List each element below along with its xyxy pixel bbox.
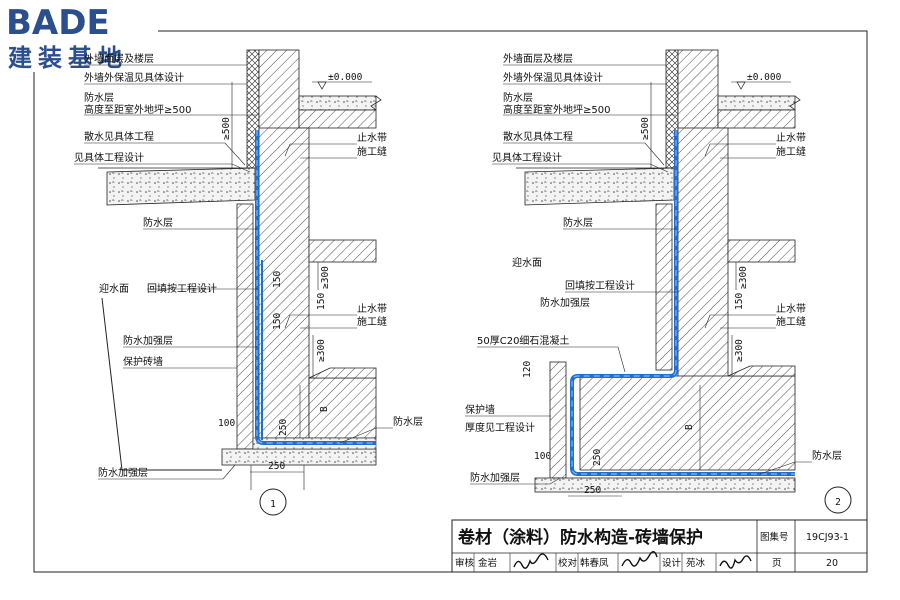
label-joint: 施工缝 (776, 145, 806, 158)
design-label: 设计 (662, 557, 682, 569)
label-level: ±0.000 (328, 72, 363, 83)
label-joint2: 施工缝 (776, 315, 806, 328)
dim-100: 100 (218, 418, 235, 429)
dim-150c: 150 (272, 313, 283, 330)
reviewer-signature (513, 553, 549, 569)
designer-signature (719, 555, 752, 569)
logo-subtitle: 建装基地 (8, 44, 128, 72)
dim-B: B (684, 424, 695, 430)
detail-number-1: 1 (270, 499, 276, 510)
label-height-note: 高度至距室外地坪≥500 (84, 103, 191, 116)
label-waterproof: 防水层 (84, 91, 114, 104)
page-label: 页 (772, 558, 782, 569)
dim-300a: ≥300 (738, 266, 749, 289)
label-height-note: 高度至距室外地坪≥500 (503, 103, 610, 116)
label-waterproof3: 防水层 (812, 449, 842, 462)
label-waterproof2: 防水层 (563, 216, 593, 229)
label-backfill: 回填按工程设计 (565, 279, 635, 292)
label-apron: 散水见具体工程 (503, 130, 573, 143)
logo-text: BADE (6, 3, 110, 43)
dim-250v: 250 (592, 449, 603, 466)
label-finish: 外墙面层及楼层 (84, 52, 154, 65)
dim-100: 100 (534, 451, 551, 462)
atlas-label: 图集号 (760, 531, 789, 543)
bade-logo: BADE 建装基地 (2, 2, 158, 72)
atlas-number: 19CJ93-1 (806, 532, 849, 543)
label-concrete: 50厚C20细石混凝土 (477, 334, 569, 347)
dim-150b: 150 (316, 293, 327, 310)
label-level: ±0.000 (747, 72, 782, 83)
label-protect-brick: 保护砖墙 (123, 355, 163, 368)
dim-250h: 250 (584, 485, 601, 496)
label-waterstop: 止水带 (357, 132, 387, 144)
drawing-title: 卷材（涂料）防水构造-砖墙保护 (457, 527, 703, 548)
dim-500: ≥500 (640, 117, 651, 140)
label-waterproof3: 防水层 (393, 415, 423, 428)
reviewer-name: 金岩 (478, 557, 497, 569)
label-waterproof2: 防水层 (143, 216, 173, 229)
dim-150a: 150 (734, 293, 745, 310)
label-water-face: 迎水面 (99, 283, 129, 295)
label-protect-wall: 保护墙 (465, 403, 495, 416)
label-finish: 外墙面层及楼层 (503, 52, 573, 65)
dim-150a: 150 (272, 271, 283, 288)
label-protect-wall2: 厚度见工程设计 (465, 421, 535, 434)
detail-1: 外墙面层及楼层 外墙外保温见具体设计 防水层 高度至距室外地坪≥500 散水见具… (74, 49, 423, 516)
title-block: 卷材（涂料）防水构造-砖墙保护 图集号 19CJ93-1 页 20 审核 金岩 … (451, 519, 868, 573)
label-backfill: 回填按工程设计 (147, 282, 217, 295)
review-label: 审核 (455, 557, 475, 569)
label-specific: 见具体工程设计 (74, 151, 144, 164)
checker-signature (621, 551, 658, 567)
dim-300b: ≥300 (734, 339, 745, 362)
detail-2: 外墙面层及楼层 外墙外保温见具体设计 防水层 高度至距室外地坪≥500 散水见具… (465, 49, 852, 514)
label-waterstop2: 止水带 (776, 303, 806, 315)
check-label: 校对 (558, 557, 578, 569)
label-joint: 施工缝 (357, 145, 387, 158)
label-apron: 散水见具体工程 (84, 130, 154, 143)
label-insulation: 外墙外保温见具体设计 (503, 71, 603, 84)
dim-500: ≥500 (221, 117, 232, 140)
label-reinforce2: 防水加强层 (98, 466, 148, 479)
dim-300a: ≥300 (320, 266, 331, 289)
label-waterstop2: 止水带 (357, 303, 387, 315)
label-specific: 见具体工程设计 (492, 151, 562, 164)
detail-number-2: 2 (835, 497, 841, 508)
sheet-border (33, 30, 868, 573)
page-number: 20 (826, 558, 838, 569)
label-joint2: 施工缝 (357, 315, 387, 328)
dim-B: B (319, 406, 330, 412)
designer-name: 苑冰 (686, 557, 706, 569)
label-insulation: 外墙外保温见具体设计 (84, 71, 184, 84)
label-water-face: 迎水面 (512, 257, 542, 269)
dim-250h: 250 (268, 461, 285, 472)
label-waterstop: 止水带 (776, 132, 806, 144)
checker-name: 韩春凤 (580, 557, 609, 569)
label-waterproof: 防水层 (503, 91, 533, 104)
label-reinforce2: 防水加强层 (470, 471, 520, 484)
label-reinforce: 防水加强层 (123, 334, 173, 347)
dim-120: 120 (522, 361, 533, 378)
dim-300b: ≥300 (316, 339, 327, 362)
label-reinforce: 防水加强层 (540, 296, 590, 309)
dim-250v: 250 (278, 419, 289, 436)
